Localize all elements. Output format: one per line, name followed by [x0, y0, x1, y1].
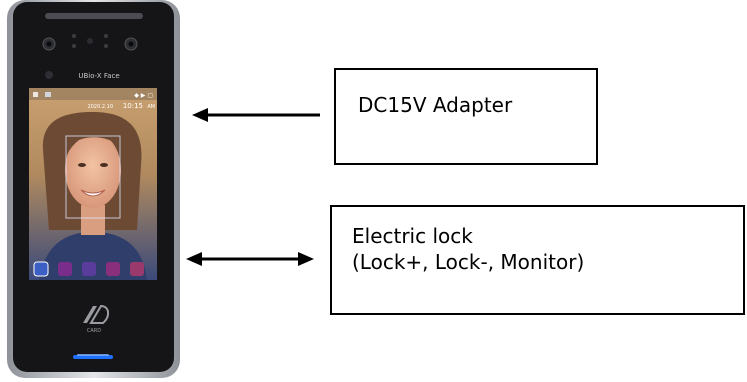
card-logo-text: CARD — [87, 328, 101, 334]
power-arrow — [192, 108, 320, 122]
power-adapter-label: DC15V Adapter — [358, 93, 513, 117]
screen-time-suffix: AM — [147, 104, 155, 110]
face-portrait — [39, 112, 147, 280]
electric-lock-title: Electric lock — [352, 224, 473, 248]
lock-bidirectional-arrow — [186, 252, 314, 266]
menu-icon-5 — [130, 262, 144, 276]
power-adapter-box: DC15V Adapter — [334, 68, 598, 165]
menu-icon-3 — [82, 262, 96, 276]
camera-array — [42, 34, 138, 51]
top-caption: ( ) — [210, 0, 234, 3]
face-detection-box — [65, 135, 121, 219]
top-light-bar — [45, 13, 143, 19]
electric-lock-box: Electric lock (Lock+, Lock-, Monitor) — [330, 205, 745, 315]
status-icons: ◆ ▶ ▢ — [134, 92, 153, 99]
menu-icon-2 — [58, 262, 72, 276]
status-icon-left — [33, 92, 38, 97]
status-icon-badge — [45, 92, 51, 97]
screen-time: 10:15 — [123, 102, 143, 110]
electric-lock-label: Electric lock (Lock+, Lock-, Monitor) — [352, 223, 584, 275]
face-terminal-device: UBio-X Face ◆ ▶ ▢ 2020.2.10 10:15 AM CAR… — [7, 0, 180, 378]
screen-menu-icons — [33, 261, 144, 277]
menu-icon-1 — [33, 261, 49, 277]
menu-icon-4 — [106, 262, 120, 276]
proximity-sensor — [45, 71, 53, 79]
card-reader-logo-icon: CARD — [83, 304, 109, 334]
screen-date: 2020.2.10 — [88, 104, 113, 110]
connector-arrows — [186, 108, 320, 266]
brand-label: UBio-X Face — [78, 72, 119, 80]
electric-lock-terminals: (Lock+, Lock-, Monitor) — [352, 250, 585, 274]
